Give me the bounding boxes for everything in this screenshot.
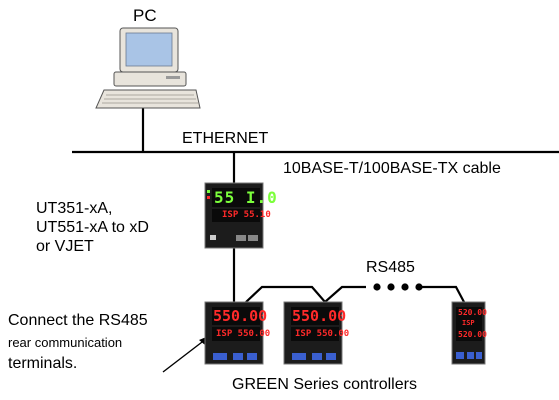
rs485-tail xyxy=(418,285,465,303)
controller-key xyxy=(476,352,482,359)
gateway-key xyxy=(248,235,258,241)
gateway-led xyxy=(207,196,210,199)
controller-key xyxy=(213,353,227,360)
gateway-sv-readout: ISP 55.10 xyxy=(222,210,271,220)
controller-sv-window xyxy=(291,327,339,341)
gateway-key xyxy=(210,235,216,240)
controller1-pv-readout: 550.00 xyxy=(213,307,268,325)
controller-key xyxy=(247,353,257,360)
gateway-label-line1: UT351-xA, xyxy=(36,200,113,217)
controller-pv-window xyxy=(212,307,260,325)
gateway-controller xyxy=(204,182,264,249)
pc-label: PC xyxy=(133,6,157,25)
controller2-pv-readout: 550.00 xyxy=(292,307,347,325)
controller-pv-window xyxy=(291,307,339,325)
controller-display-window xyxy=(456,307,482,341)
connect-note-line1: Connect the RS485 xyxy=(8,312,148,329)
callout-arrow-line xyxy=(162,338,207,373)
pc-keyboard-keys xyxy=(102,94,198,104)
controller-key xyxy=(292,353,306,360)
dot xyxy=(387,283,395,291)
pc-computer xyxy=(95,27,201,109)
rs485-label: RS485 xyxy=(366,259,415,276)
connect-note-line2: rear communication xyxy=(8,335,123,350)
pc-drive-slot xyxy=(166,76,180,79)
rs485-daisy-chain xyxy=(245,285,366,304)
controller1-sv-readout: ISP 550.00 xyxy=(216,329,271,339)
controller3-mid-readout: ISP xyxy=(462,319,475,327)
dot xyxy=(401,283,409,291)
connection-lines xyxy=(72,108,559,304)
connect-note-line3: terminals. xyxy=(8,355,78,372)
controller-key xyxy=(233,353,243,360)
dot xyxy=(415,283,423,291)
controller3-pv-readout: 520.00 xyxy=(458,308,487,317)
ethernet-label: ETHERNET xyxy=(182,130,269,147)
gateway-label-line3: or VJET xyxy=(36,238,94,255)
controller-key xyxy=(456,352,464,359)
controller-sv-window xyxy=(212,327,260,341)
gateway-pv-readout: 55 I.0 xyxy=(214,188,278,207)
dot xyxy=(373,283,381,291)
green-controller-3 xyxy=(451,301,486,365)
gateway-key xyxy=(236,235,246,241)
pc-system-unit xyxy=(113,71,187,87)
controller3-sv-readout: 520.00 xyxy=(458,330,487,339)
cable-label: 10BASE-T/100BASE-TX cable xyxy=(283,160,501,177)
controllers-caption: GREEN Series controllers xyxy=(232,376,417,393)
gateway-sv-window xyxy=(212,209,260,222)
controller-key xyxy=(326,353,336,360)
gateway-label-line2: UT551-xA to xD xyxy=(36,219,149,236)
controller2-sv-readout: ISP 550.00 xyxy=(295,329,350,339)
controller-key xyxy=(467,352,474,359)
gateway-led xyxy=(207,190,210,193)
pc-monitor-screen xyxy=(125,32,173,67)
gateway-pv-window xyxy=(212,188,260,207)
green-controller-2 xyxy=(283,301,343,365)
controller-key xyxy=(312,353,322,360)
green-controller-1 xyxy=(204,301,264,365)
rs485-dots xyxy=(373,283,423,291)
